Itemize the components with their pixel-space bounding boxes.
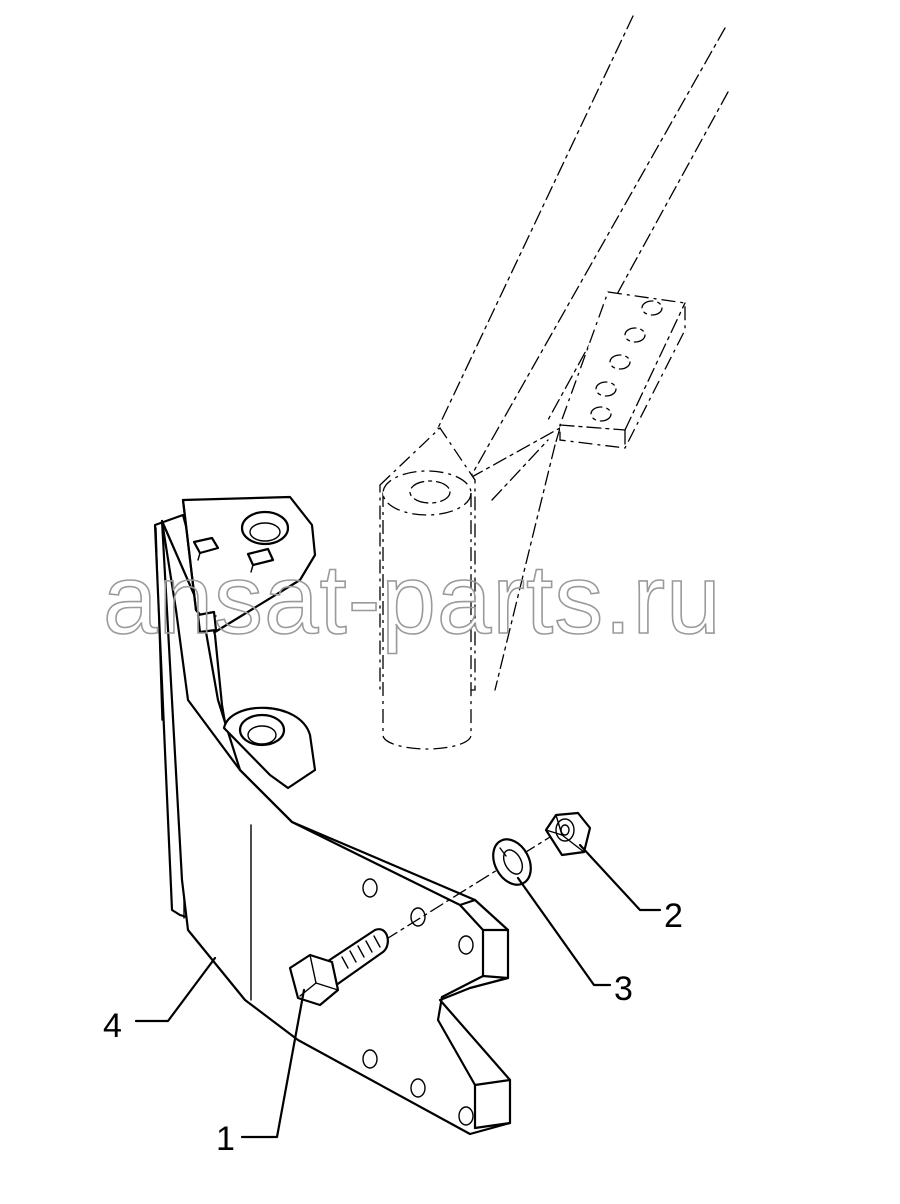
leader-lines bbox=[134, 843, 662, 1139]
bolt bbox=[288, 928, 389, 1007]
callout-3: 3 bbox=[614, 970, 633, 1008]
phantom-frame-arm bbox=[379, 15, 729, 750]
lock-washer bbox=[492, 838, 532, 886]
leader-1 bbox=[240, 988, 306, 1139]
phantom-tube bbox=[382, 470, 472, 750]
leader-3 bbox=[516, 876, 612, 987]
watermark: ansat-parts.ru bbox=[103, 544, 722, 654]
leader-4 bbox=[134, 956, 217, 1023]
callout-4: 4 bbox=[103, 1007, 122, 1045]
callout-2: 2 bbox=[664, 897, 683, 935]
hex-nut bbox=[544, 811, 592, 857]
leader-2 bbox=[578, 843, 662, 912]
bracket bbox=[153, 495, 512, 1136]
callout-1: 1 bbox=[216, 1120, 235, 1158]
